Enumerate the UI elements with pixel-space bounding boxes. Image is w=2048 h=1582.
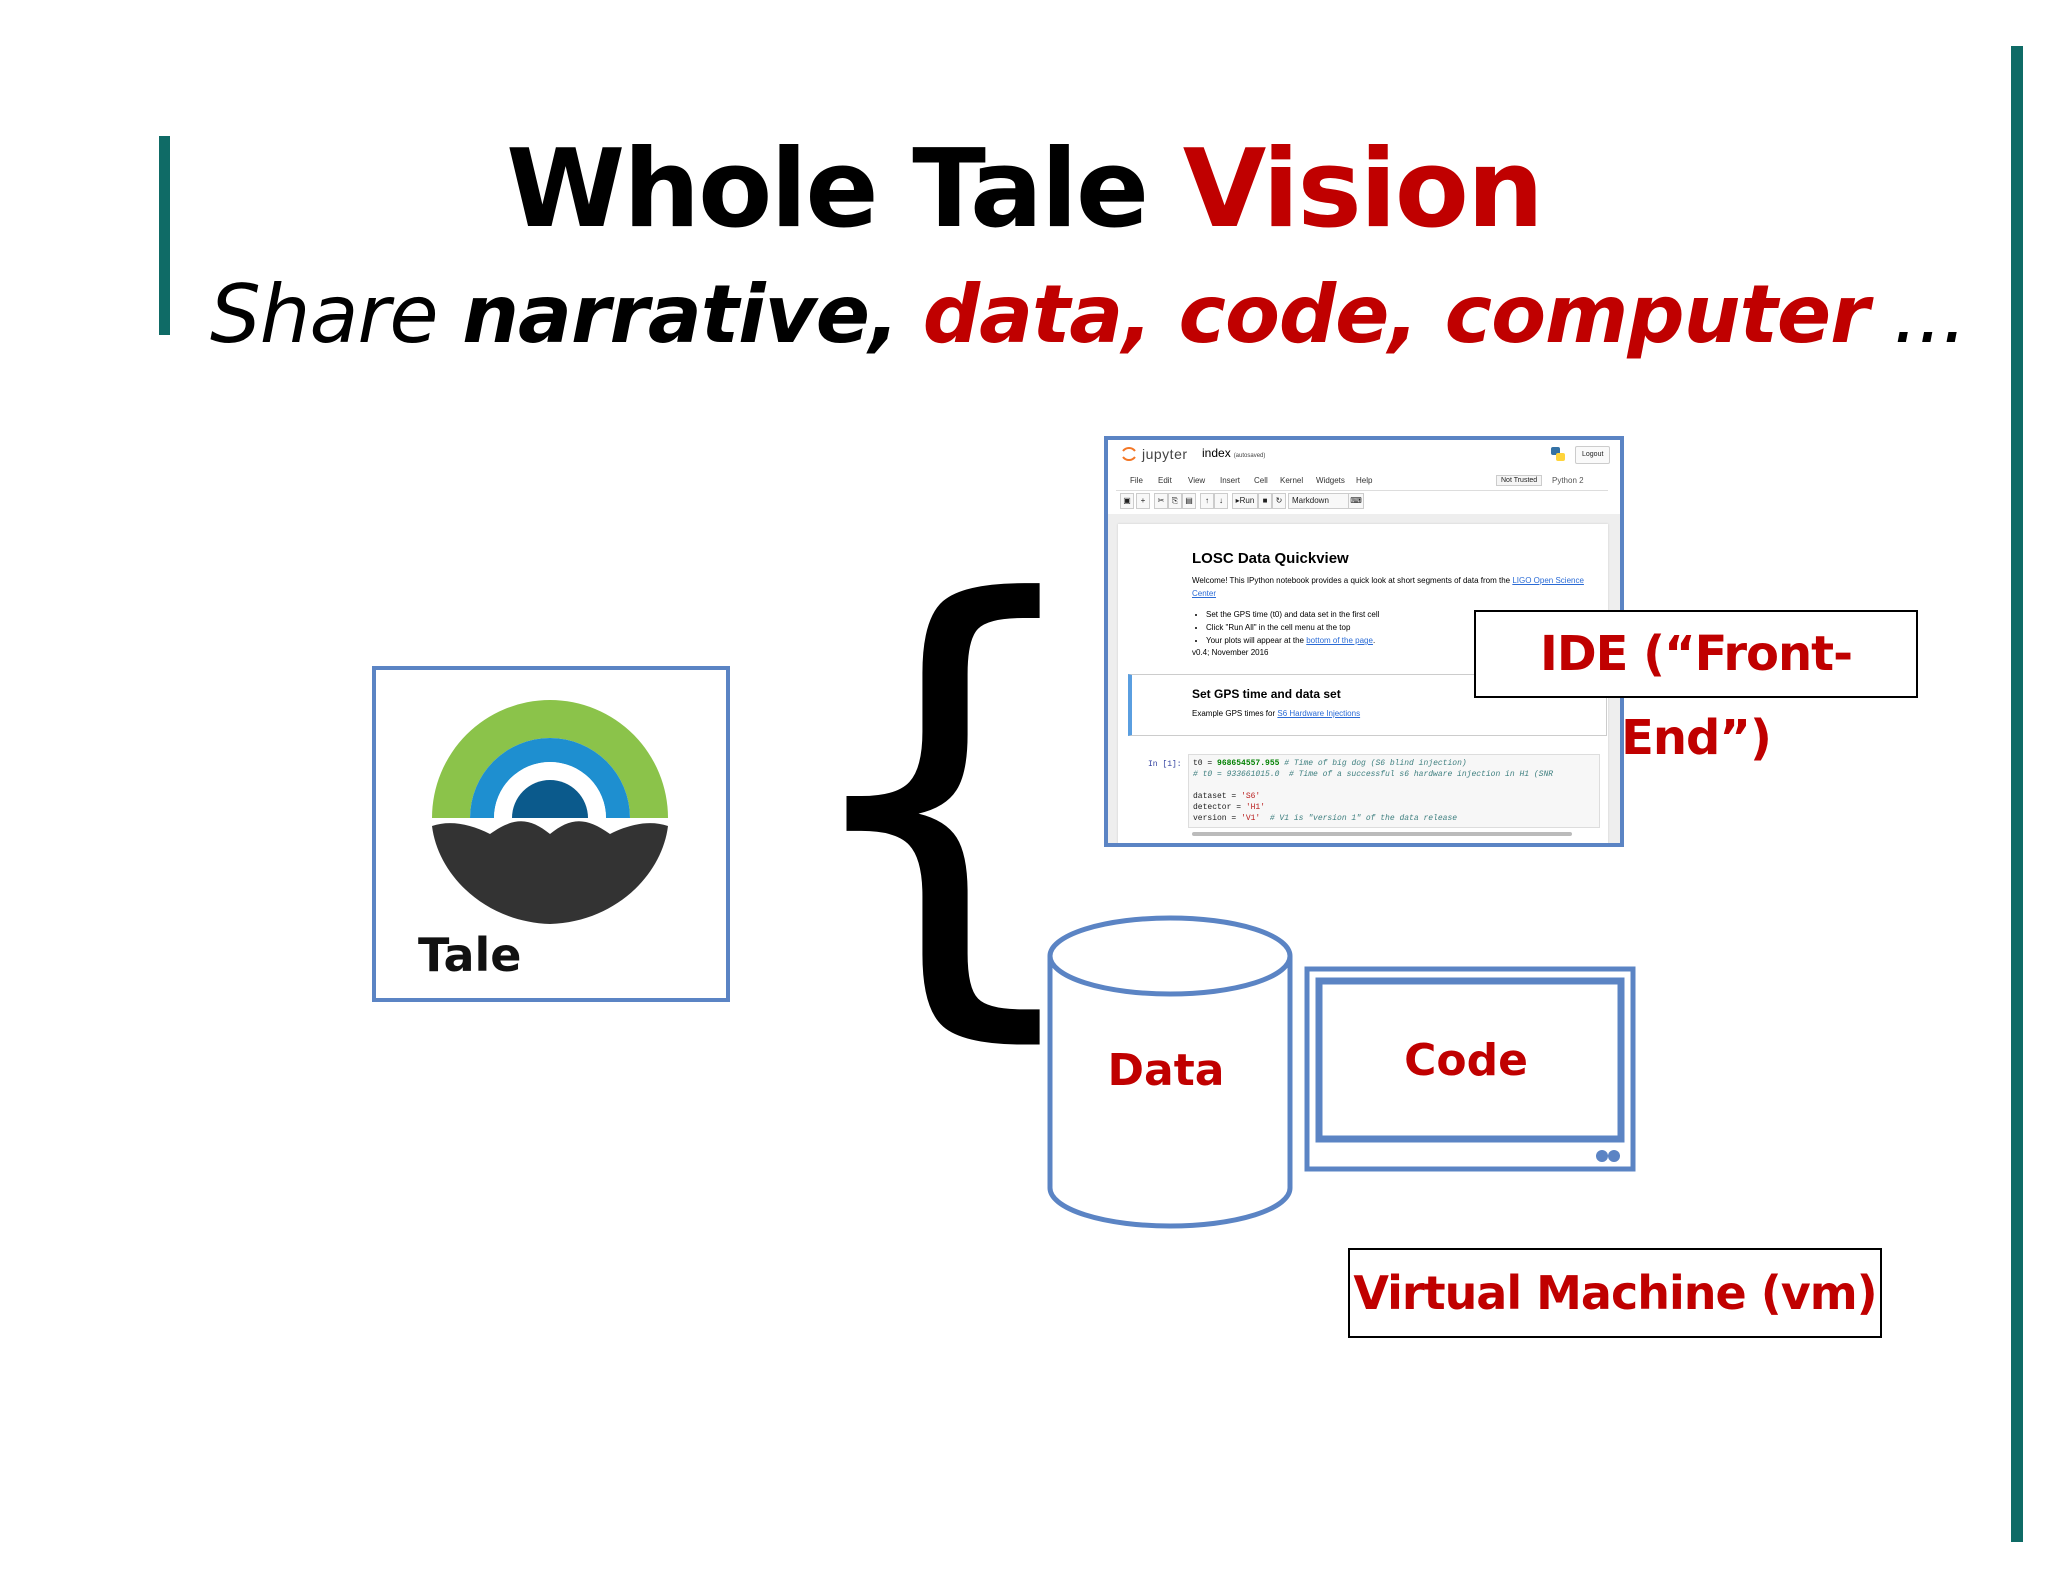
copy-icon[interactable]: ⎘ [1168,493,1182,509]
subtitle-lead: Share [210,268,439,361]
ide-label-box: IDE (“Front-End”) [1474,610,1918,766]
list-item: Click "Run All" in the cell menu at the … [1206,621,1506,634]
computer-screen-icon [1304,966,1636,1172]
menu-help[interactable]: Help [1356,476,1373,485]
input-prompt: In [1]: [1148,760,1182,769]
subtitle-red-items: data, code, computer [922,268,1870,361]
right-accent-bar [2011,46,2023,1542]
s6-injections-link[interactable]: S6 Hardware Injections [1277,709,1361,718]
menu-kernel[interactable]: Kernel [1280,476,1304,485]
add-cell-icon[interactable]: + [1136,493,1150,509]
restart-icon[interactable]: ↻ [1272,493,1286,509]
database-cylinder-icon [1047,915,1293,1229]
vm-label-box: Virtual Machine (vm) [1348,1248,1882,1338]
title-part1: Whole Tale [506,127,1149,252]
menu-edit[interactable]: Edit [1158,476,1172,485]
menu-widgets[interactable]: Widgets [1316,476,1345,485]
jupyter-logo-icon [1122,447,1136,461]
jupyter-header: jupyter index(autosaved) Logout [1108,440,1620,472]
instructions-list: Set the GPS time (t0) and data set in th… [1192,608,1506,647]
code-label: Code [1404,1035,1528,1086]
python-logo-icon [1551,447,1565,461]
cell-type-select[interactable]: Markdown [1288,493,1349,509]
title-part2: Vision [1182,127,1544,252]
menu-cell[interactable]: Cell [1254,476,1268,485]
cut-icon[interactable]: ✂ [1154,493,1168,509]
move-up-icon[interactable]: ↑ [1200,493,1214,509]
run-button[interactable]: ▸Run [1232,493,1258,509]
keyboard-icon[interactable]: ⌨ [1348,493,1364,509]
logout-button[interactable]: Logout [1575,446,1611,464]
notebook-heading: LOSC Data Quickview [1192,550,1349,567]
slide-title: Whole Tale Vision [0,125,2048,255]
jupyter-brand: jupyter [1142,446,1188,462]
trusted-badge[interactable]: Not Trusted [1496,475,1543,486]
whole-tale-logo-icon [432,700,668,924]
tale-box: Tale [372,666,730,1002]
jupyter-toolbar: ▣ + ✂ ⎘ ▤ ↑ ↓ ▸Run ■ ↻ Markdown ⌨ [1116,492,1608,510]
cell-heading: Set GPS time and data set [1192,687,1341,701]
version-text: v0.4; November 2016 [1192,648,1269,657]
jupyter-menubar: File Edit View Insert Cell Kernel Widget… [1116,472,1608,491]
selected-markdown-cell[interactable]: Set GPS time and data set Example GPS ti… [1128,674,1607,736]
menu-view[interactable]: View [1188,476,1206,485]
notebook-intro: Welcome! This IPython notebook provides … [1192,576,1584,598]
stop-icon[interactable]: ■ [1258,493,1272,509]
subtitle-narrative: narrative, [462,268,899,361]
move-down-icon[interactable]: ↓ [1214,493,1228,509]
horizontal-scrollbar[interactable] [1192,832,1572,836]
ligo-link[interactable]: LIGO Open Science Center [1192,576,1584,598]
bottom-of-page-link[interactable]: bottom of the page [1306,636,1373,645]
save-icon[interactable]: ▣ [1120,493,1134,509]
paste-icon[interactable]: ▤ [1182,493,1196,509]
list-item: Your plots will appear at the bottom of … [1206,634,1506,647]
code-cell[interactable]: t0 = 968654557.955 # Time of big dog (S6… [1188,754,1600,828]
left-accent-bar [159,136,170,335]
menu-insert[interactable]: Insert [1220,476,1241,485]
list-item: Set the GPS time (t0) and data set in th… [1206,608,1506,621]
kernel-indicator: Python 2 [1552,476,1584,485]
data-label: Data [1107,1045,1225,1096]
cell-text: Example GPS times for S6 Hardware Inject… [1192,709,1361,718]
tale-label: Tale [418,928,522,982]
subtitle-trail: ... [1893,268,1967,361]
menu-file[interactable]: File [1130,476,1143,485]
slide-subtitle: Share narrative, data, code, computer ..… [210,267,1967,363]
notebook-name[interactable]: index(autosaved) [1202,446,1266,460]
